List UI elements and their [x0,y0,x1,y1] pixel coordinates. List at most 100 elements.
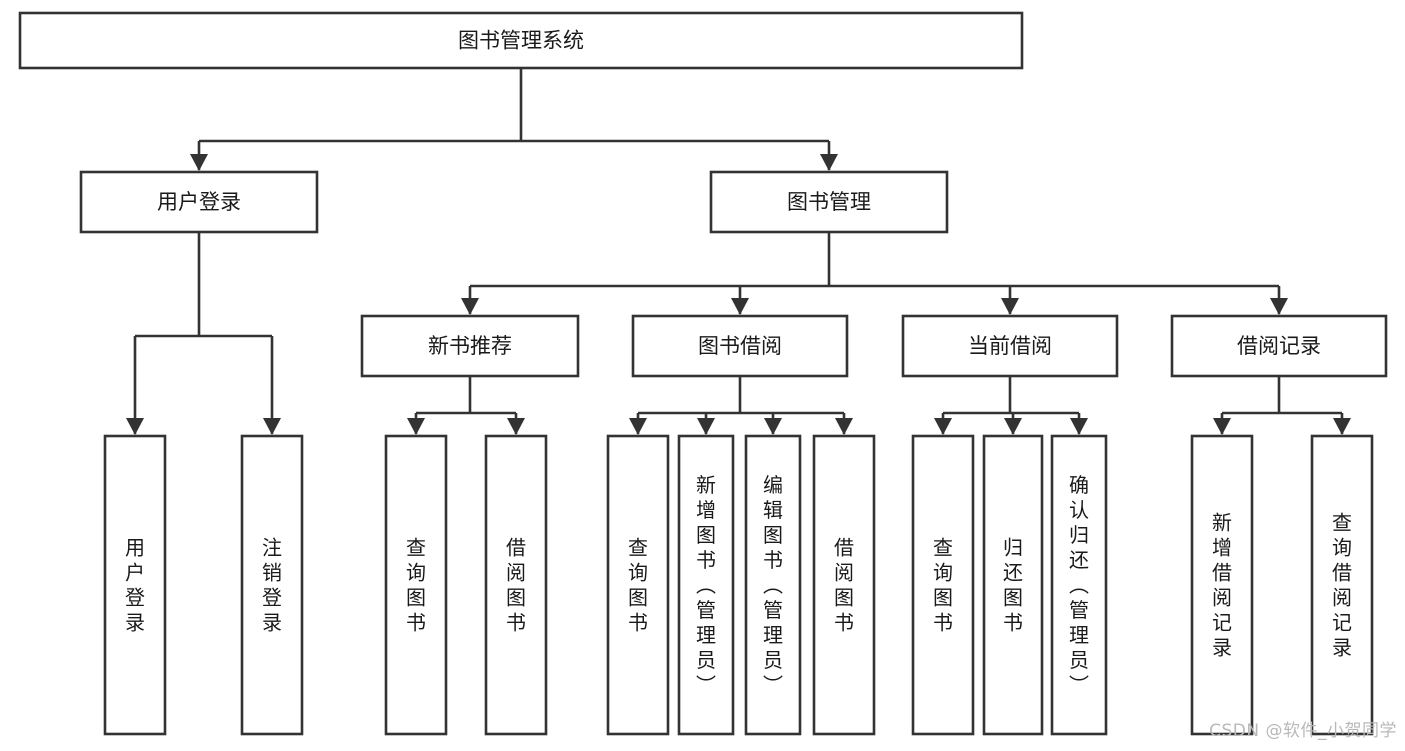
node-leaf-confirm-return-char: 归 [1069,523,1089,547]
node-leaf-borrow-book-rect [812,434,876,736]
node-leaf-user-login-char: 登 [125,586,145,610]
node-leaf-edit-book-char: 编 [763,473,783,497]
node-leaf-user-logout-char: 录 [262,611,282,635]
node-leaf-confirm-return-char: 还 [1069,548,1089,572]
node-leaf-user-login-char: 用 [125,536,145,560]
node-book-borrow-label: 图书借阅 [698,334,782,358]
node-leaf-borrow-book-rec-char: 书 [506,611,526,635]
node-leaf-query-book-cur-char: 书 [933,611,953,635]
node-leaf-user-login-rect [103,434,167,736]
node-leaf-add-book-char: ︵ [696,573,716,597]
node-leaf-add-record-char: 录 [1212,636,1232,660]
node-user-login[interactable]: 用户登录 [79,170,319,234]
arrow-to-leaf-query-book-cur [934,418,952,435]
node-user-login-label: 用户登录 [157,190,241,214]
node-leaf-query-book-rec[interactable]: 查询图书查询图书 [384,434,448,736]
node-leaf-add-record-char: 新 [1212,511,1232,535]
node-leaf-add-book-char: 图 [696,523,716,547]
node-leaf-edit-book-char: ︵ [763,573,783,597]
arrow-to-leaf-confirm-return [1070,418,1088,435]
node-leaf-confirm-return-char: 员 [1069,648,1089,672]
arrow-to-leaf-borrow-book-rec [507,418,525,435]
node-leaf-query-book-borrow-char: 查 [628,536,648,560]
node-leaf-query-book-borrow[interactable]: 查询图书查询图书 [606,434,670,736]
node-leaf-return-book[interactable]: 归还图书归还图书 [982,434,1044,736]
node-borrow-record-rect [1170,314,1388,378]
node-leaf-add-record-char: 记 [1212,611,1232,635]
node-root-system[interactable]: 图书管理系统 [18,11,1024,70]
node-leaf-borrow-book-char: 图 [834,586,854,610]
node-current-borrow[interactable]: 当前借阅 [901,314,1119,378]
arrow-to-leaf-user-login [126,418,144,435]
node-current-borrow-rect [901,314,1119,378]
node-leaf-add-record-char: 增 [1212,536,1232,560]
node-leaf-query-book-rec-char: 查 [406,536,426,560]
node-leaf-confirm-return-char: 管 [1069,598,1089,622]
node-leaf-return-book-rect [982,434,1044,736]
node-leaf-borrow-book-char: 借 [834,536,854,560]
node-leaf-query-book-cur-char: 图 [933,586,953,610]
node-leaf-edit-book-char: ︶ [763,673,783,697]
node-leaf-add-record-char: 阅 [1212,586,1232,610]
node-leaf-user-logout[interactable]: 注销登录注销登录 [240,434,304,736]
node-leaf-edit-book-char: 图 [763,523,783,547]
node-leaf-borrow-book[interactable]: 借阅图书借阅图书 [812,434,876,736]
node-borrow-record-label: 借阅记录 [1237,334,1321,358]
node-leaf-query-record[interactable]: 查询借阅记录查询借阅记录 [1310,434,1374,736]
node-leaf-query-record-char: 阅 [1332,586,1352,610]
node-leaf-query-book-borrow-char: 图 [628,586,648,610]
node-leaf-query-book-cur[interactable]: 查询图书查询图书 [911,434,975,736]
node-leaf-user-logout-char: 登 [262,586,282,610]
node-leaf-query-record-char: 借 [1332,561,1352,585]
node-leaf-confirm-return-char: 确 [1069,473,1089,497]
node-leaf-add-book-rect [677,434,735,736]
node-leaf-query-book-borrow-char: 书 [628,611,648,635]
node-leaf-borrow-book-rec-rect [484,434,548,736]
node-new-book-rec[interactable]: 新书推荐 [360,314,580,378]
node-leaf-user-logout-char: 注 [262,536,282,560]
node-leaf-user-login[interactable]: 用户登录用户登录 [103,434,167,736]
node-user-login-rect [79,170,319,234]
node-leaf-add-book-char: 员 [696,648,716,672]
node-leaf-user-logout-char: 销 [262,561,282,585]
node-leaf-add-record-char: 借 [1212,561,1232,585]
node-leaf-confirm-return-char: 认 [1069,498,1089,522]
node-leaf-confirm-return-char: ︶ [1069,673,1089,697]
arrow-to-book-manage [820,154,838,171]
arrow-to-new-book-rec [461,298,479,315]
node-leaf-edit-book-rect [744,434,802,736]
node-book-borrow[interactable]: 图书借阅 [631,314,849,378]
node-leaf-return-book-char: 归 [1003,536,1023,560]
arrow-to-leaf-query-book-borrow [629,418,647,435]
node-leaf-borrow-book-rec[interactable]: 借阅图书借阅图书 [484,434,548,736]
node-leaf-confirm-return-char: 理 [1069,623,1089,647]
node-root-system-rect [18,11,1024,70]
node-leaf-add-record-rect [1190,434,1254,736]
node-leaf-add-book-char: 管 [696,598,716,622]
node-leaf-query-record-char: 录 [1332,636,1352,660]
arrow-to-book-borrow [731,298,749,315]
node-leaf-query-record-char: 记 [1332,611,1352,635]
arrow-to-leaf-edit-book [764,418,782,435]
node-borrow-record[interactable]: 借阅记录 [1170,314,1388,378]
node-leaf-add-record[interactable]: 新增借阅记录新增借阅记录 [1190,434,1254,736]
node-leaf-edit-book-char: 书 [763,548,783,572]
node-leaf-query-book-rec-char: 询 [406,561,426,585]
watermark-text: CSDN @软件_小贺同学 [1209,721,1397,741]
node-leaf-return-book-char: 图 [1003,586,1023,610]
node-leaf-edit-book-char: 辑 [763,498,783,522]
node-book-borrow-rect [631,314,849,378]
node-leaf-edit-book-char: 管 [763,598,783,622]
node-leaf-add-book-char: 新 [696,473,716,497]
arrow-to-leaf-query-book-rec [407,418,425,435]
node-book-manage[interactable]: 图书管理 [709,170,949,234]
node-leaf-user-login-char: 录 [125,611,145,635]
node-leaf-query-book-rec-char: 图 [406,586,426,610]
arrow-to-user-login [190,154,208,171]
arrow-to-leaf-add-book [697,418,715,435]
node-leaf-query-book-rec-char: 书 [406,611,426,635]
